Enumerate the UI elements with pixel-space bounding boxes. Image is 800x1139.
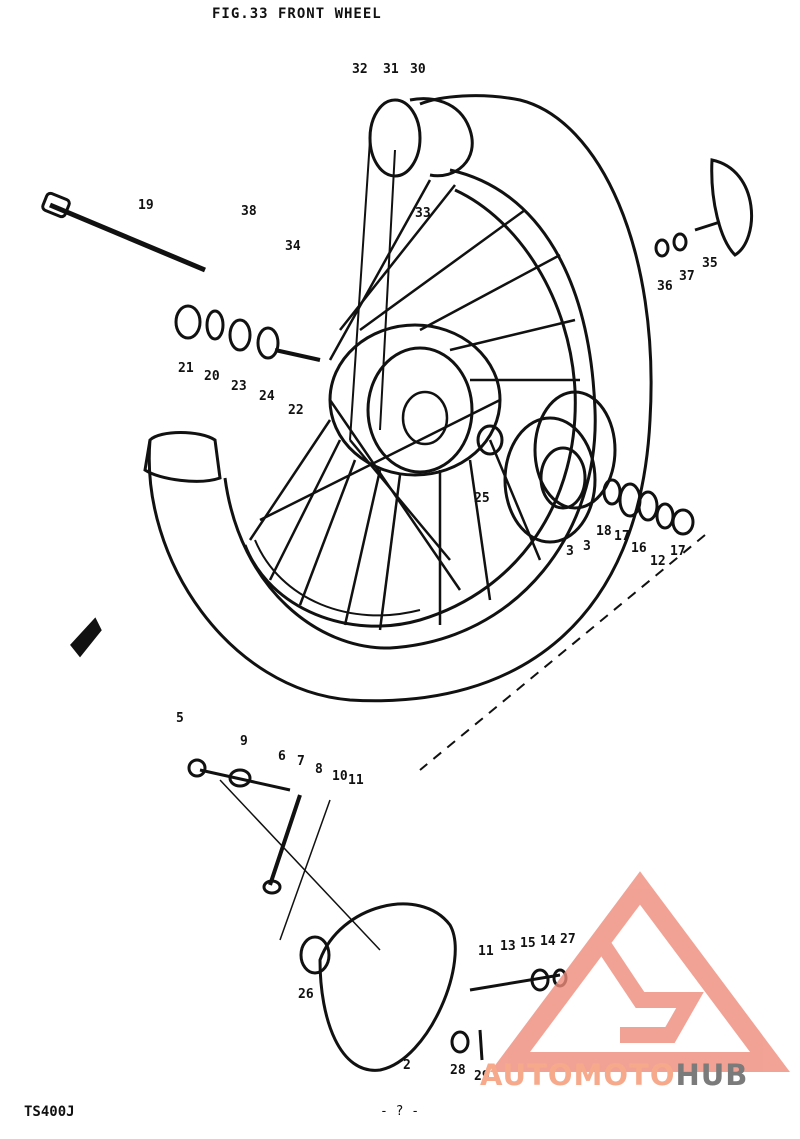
label-11b: 11 xyxy=(478,944,494,959)
brake-drum xyxy=(503,416,597,544)
direction-arrow xyxy=(70,617,102,658)
label-6: 6 xyxy=(278,749,286,764)
label-16: 16 xyxy=(631,541,647,556)
label-32: 32 xyxy=(352,62,368,77)
label-15: 15 xyxy=(520,936,536,951)
label-20: 20 xyxy=(204,369,220,384)
label-36: 36 xyxy=(657,279,673,294)
label-37: 37 xyxy=(679,269,695,284)
watermark-text: AUTOMOTOHUB xyxy=(480,1058,748,1092)
label-7: 7 xyxy=(297,754,305,769)
watermark-logo xyxy=(490,871,790,1072)
watermark-part2: HUB xyxy=(675,1058,749,1092)
label-23: 23 xyxy=(231,379,247,394)
label-18: 18 xyxy=(596,524,612,539)
label-2: 2 xyxy=(403,1058,411,1073)
label-30: 30 xyxy=(410,62,426,77)
label-9: 9 xyxy=(240,734,248,749)
label-14: 14 xyxy=(540,934,556,949)
label-35: 35 xyxy=(702,256,718,271)
label-27: 27 xyxy=(560,932,576,947)
speedometer-gear xyxy=(710,158,753,257)
label-19: 19 xyxy=(138,198,154,213)
footer-page-number: - ? - xyxy=(380,1104,420,1119)
label-11: 11 xyxy=(348,773,364,788)
label-10: 10 xyxy=(332,769,348,784)
front-axle xyxy=(49,202,206,273)
figure-title: FIG.33 FRONT WHEEL xyxy=(212,6,382,22)
label-33: 33 xyxy=(415,206,431,221)
label-3a: 3 xyxy=(566,544,574,559)
label-31: 31 xyxy=(383,62,399,77)
label-25: 25 xyxy=(474,491,490,506)
label-22: 22 xyxy=(288,403,304,418)
label-34: 34 xyxy=(285,239,301,254)
label-13: 13 xyxy=(500,939,516,954)
part-labels: 19 38 34 32 31 30 33 36 37 35 21 20 23 2… xyxy=(138,62,718,1084)
label-3b: 3 xyxy=(583,539,591,554)
tire-outer xyxy=(147,94,653,703)
label-5: 5 xyxy=(176,711,184,726)
label-12: 12 xyxy=(650,554,666,569)
hub-center xyxy=(401,390,449,446)
label-24: 24 xyxy=(259,389,275,404)
label-28: 28 xyxy=(450,1063,466,1078)
hub-inner xyxy=(366,346,474,474)
watermark-part1: AUTOMOTO xyxy=(480,1058,676,1092)
tire-section-top xyxy=(368,98,422,178)
tire-section-bottom xyxy=(143,431,222,483)
brake-panel xyxy=(318,902,457,1072)
spokes xyxy=(248,179,580,631)
footer-model: TS400J xyxy=(24,1104,75,1120)
label-26: 26 xyxy=(298,987,314,1002)
label-29: 29 xyxy=(474,1069,490,1084)
front-fork xyxy=(349,139,396,441)
label-8: 8 xyxy=(315,762,323,777)
label-17a: 17 xyxy=(614,529,630,544)
tire-inner xyxy=(223,168,597,650)
label-21: 21 xyxy=(178,361,194,376)
label-38: 38 xyxy=(241,204,257,219)
label-17b: 17 xyxy=(670,544,686,559)
